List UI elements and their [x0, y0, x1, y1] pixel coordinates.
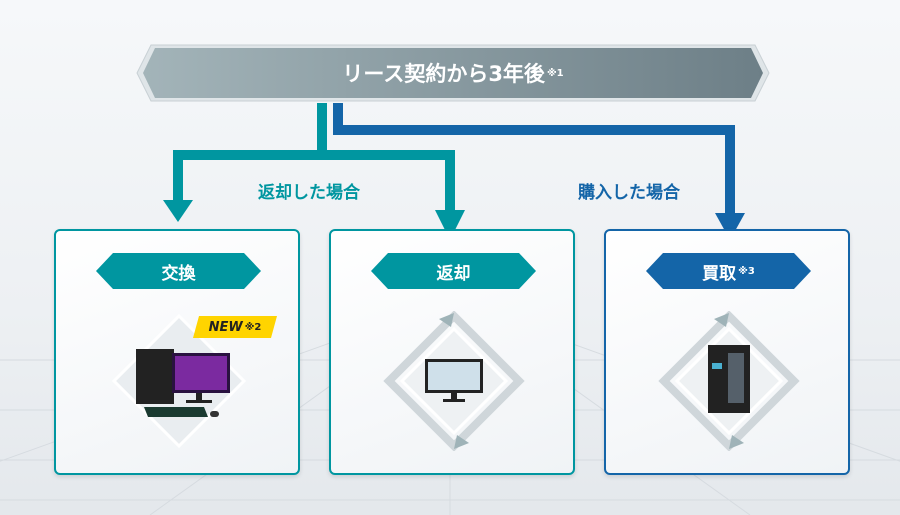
exchange-label: 交換 — [96, 253, 261, 289]
new-pc-set-icon — [111, 313, 247, 449]
banner-note: ※1 — [546, 67, 564, 79]
return-card: 返却 — [329, 229, 575, 475]
return-label: 返却 — [371, 253, 536, 289]
purchase-label: 買取※3 — [646, 253, 811, 289]
flow-arrows — [163, 103, 745, 240]
banner-title: リース契約から3年後 — [342, 62, 545, 86]
purchase-arrow — [333, 103, 745, 240]
purchase-card: 買取※3 — [604, 229, 850, 475]
return-case-label: 返却した場合 — [258, 183, 360, 203]
badge-text: NEW — [208, 319, 243, 335]
monitor-return-icon — [383, 311, 525, 451]
lease-term-banner: リース契約から3年後※1 — [135, 43, 771, 103]
purchase-label-text: 買取 — [702, 263, 737, 284]
return-arrows — [163, 103, 465, 240]
new-badge: NEW※2 — [193, 316, 277, 338]
exchange-card: 交換 NEW※2 — [54, 229, 300, 475]
purchase-case-label: 購入した場合 — [578, 183, 680, 203]
badge-note: ※2 — [244, 321, 262, 333]
tower-pc-icon — [658, 311, 800, 451]
purchase-note: ※3 — [738, 265, 755, 277]
